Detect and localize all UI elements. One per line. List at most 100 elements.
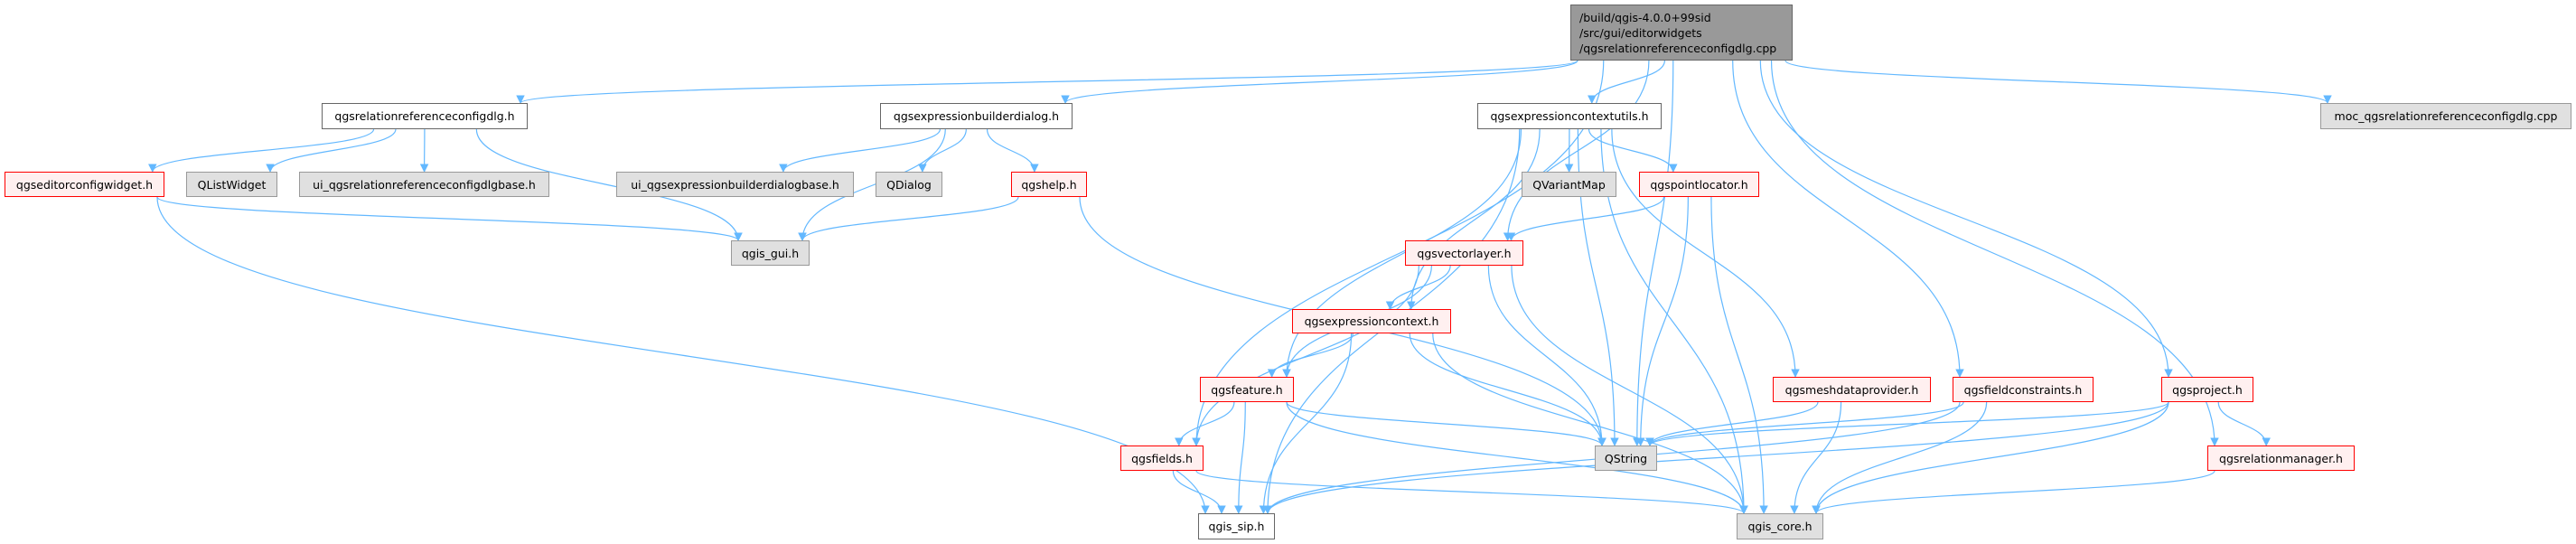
edge-qgshelp-to-qgisgui: [798, 196, 1019, 241]
main-path-line-2: /src/gui/editorwidgets: [1579, 25, 1702, 40]
edge-exprctxutils-to-meshdp: [1611, 128, 1800, 378]
edge-feature-to-qstring: [1286, 401, 1606, 446]
node-label: ui_qgsexpressionbuilderdialogbase.h: [631, 177, 839, 192]
edge-pointlocator-to-qgiscore: [1710, 196, 1768, 514]
node-label: QListWidget: [197, 177, 267, 192]
edge-main-to-exprctxutils: [1588, 60, 1665, 104]
node-fields[interactable]: qgsfields.h: [1120, 446, 1204, 471]
edge-main-to-fieldcons: [1732, 60, 1964, 378]
edge-main-to-relcfgdlg: [516, 60, 1578, 104]
node-relmanager[interactable]: qgsrelationmanager.h: [2207, 446, 2355, 471]
edge-project-to-qstring: [1645, 401, 2169, 446]
edge-project-to-qgiscore: [1812, 401, 2169, 514]
node-label: moc_qgsrelationreferenceconfigdlg.cpp: [2334, 109, 2558, 123]
edge-relmanager-to-qgiscore: [1812, 470, 2215, 514]
edge-vectorlayer-to-fields: [1192, 265, 1419, 446]
node-uiexpr[interactable]: ui_qgsexpressionbuilderdialogbase.h: [616, 172, 854, 197]
node-qgshelp[interactable]: qgshelp.h: [1011, 172, 1087, 197]
node-label: qgsrelationreferenceconfigdlg.h: [334, 109, 515, 123]
edge-pointlocator-to-vectorlayer: [1506, 196, 1665, 241]
edge-exprbuilder-to-qgshelp: [986, 128, 1039, 173]
edge-main-to-moc: [1784, 60, 2332, 104]
node-uirel[interactable]: ui_qgsrelationreferenceconfigdlgbase.h: [299, 172, 549, 197]
edge-vectorlayer-to-qgiscore: [1511, 265, 1748, 514]
main-path-line-1: /build/qgis-4.0.0+99sid: [1579, 10, 1711, 24]
edge-fields-to-qgiscore: [1195, 470, 1748, 514]
edge-project-to-qgissip: [1263, 401, 2169, 514]
edge-exprctxutils-to-pointlocator: [1588, 128, 1678, 173]
edge-exprcontext-to-qgiscore: [1432, 333, 1748, 514]
edge-vectorlayer-to-qstring: [1487, 265, 1606, 446]
edge-fields-to-qgissip: [1172, 470, 1226, 514]
node-exprcontext[interactable]: qgsexpressioncontext.h: [1292, 309, 1451, 333]
node-feature[interactable]: qgsfeature.h: [1200, 377, 1294, 402]
edge-main-to-fields: [1192, 60, 1605, 446]
node-qlistwidget[interactable]: QListWidget: [186, 172, 277, 197]
node-pointlocator[interactable]: qgspointlocator.h: [1639, 172, 1759, 197]
node-label: qgis_core.h: [1747, 520, 1813, 533]
node-label: qgsexpressioncontext.h: [1304, 314, 1439, 328]
edge-feature-to-qgiscore: [1286, 401, 1748, 514]
edge-meshdp-to-qgiscore: [1790, 401, 1842, 514]
node-moc[interactable]: moc_qgsrelationreferenceconfigdlg.cpp: [2320, 103, 2571, 129]
edge-fieldcons-to-qgiscore: [1812, 401, 1988, 514]
node-label: qgsexpressionbuilderdialog.h: [893, 109, 1060, 123]
node-label: qgseditorconfigwidget.h: [15, 177, 154, 192]
node-qgisgui[interactable]: qgis_gui.h: [731, 240, 810, 266]
node-label: qgsproject.h: [2172, 382, 2243, 397]
edge-main-to-exprbuilder: [1061, 60, 1578, 104]
node-label: qgsfields.h: [1131, 451, 1193, 465]
node-label: qgsrelationmanager.h: [2219, 451, 2343, 465]
node-qgiscore[interactable]: qgis_core.h: [1737, 513, 1823, 539]
node-qdialog[interactable]: QDialog: [876, 172, 942, 197]
edge-fieldcons-to-qstring: [1645, 401, 1964, 446]
edge-feature-to-fields: [1175, 401, 1235, 446]
node-project[interactable]: qgsproject.h: [2161, 377, 2253, 402]
node-qvariantmap[interactable]: QVariantMap: [1522, 172, 1616, 197]
node-label: qgspointlocator.h: [1650, 177, 1748, 192]
edge-editorcfg-to-qgisgui: [156, 196, 743, 241]
node-label: QVariantMap: [1532, 177, 1606, 192]
node-meshdp[interactable]: qgsmeshdataprovider.h: [1773, 377, 1931, 402]
main-path-line-3: /qgsrelationreferenceconfigdlg.cpp: [1579, 41, 1777, 55]
node-label: qgis_gui.h: [741, 246, 800, 260]
edge-project-to-relmanager: [2217, 401, 2271, 446]
node-label: qgsfieldconstraints.h: [1963, 382, 2083, 397]
node-label: qgshelp.h: [1021, 177, 1077, 192]
edge-relcfgdlg-to-qgisgui: [475, 128, 743, 241]
edge-exprctxutils-to-exprcontext: [1407, 128, 1541, 310]
edge-feature-to-qgissip: [1234, 401, 1246, 514]
edge-exprbuilder-to-qgisgui: [798, 128, 946, 241]
node-label: qgsexpressioncontextutils.h: [1490, 109, 1649, 123]
node-label: ui_qgsrelationreferenceconfigdlgbase.h: [313, 177, 536, 192]
node-label: qgis_sip.h: [1208, 520, 1265, 533]
node-vectorlayer[interactable]: qgsvectorlayer.h: [1405, 240, 1523, 266]
edge-exprbuilder-to-qdialog: [918, 128, 967, 173]
main-file-node[interactable]: /build/qgis-4.0.0+99sid /src/gui/editorw…: [1570, 5, 1793, 61]
node-label: qgsmeshdataprovider.h: [1784, 382, 1919, 397]
node-qstring[interactable]: QString: [1595, 446, 1657, 471]
edge-vectorlayer-to-exprcontext: [1385, 265, 1451, 310]
edge-main-to-qstring: [1633, 60, 1674, 446]
edge-exprcontext-to-feature: [1267, 333, 1354, 378]
edge-meshdp-to-qstring: [1645, 401, 1819, 446]
node-editorcfg[interactable]: qgseditorconfigwidget.h: [5, 172, 164, 197]
node-label: qgsfeature.h: [1211, 382, 1283, 397]
edge-exprbuilder-to-uiexpr: [779, 128, 941, 173]
node-exprbuilder[interactable]: qgsexpressionbuilderdialog.h: [880, 103, 1073, 129]
edge-exprcontext-to-qstring: [1409, 333, 1606, 446]
node-label: QString: [1604, 451, 1648, 465]
edge-relcfgdlg-to-qlistwidget: [266, 128, 397, 173]
edge-editorcfg-to-qgissip: [156, 196, 1210, 514]
node-label: QDialog: [886, 177, 932, 192]
edge-exprctxutils-to-qgiscore: [1600, 128, 1748, 514]
node-exprctxutils[interactable]: qgsexpressioncontextutils.h: [1477, 103, 1662, 129]
edge-relcfgdlg-to-editorcfg: [148, 128, 375, 173]
node-qgissip[interactable]: qgis_sip.h: [1198, 513, 1275, 539]
node-label: qgsvectorlayer.h: [1417, 246, 1512, 260]
edge-main-to-project: [1759, 60, 2173, 378]
node-relcfgdlg[interactable]: qgsrelationreferenceconfigdlg.h: [322, 103, 528, 129]
node-fieldcons[interactable]: qgsfieldconstraints.h: [1953, 377, 2094, 402]
